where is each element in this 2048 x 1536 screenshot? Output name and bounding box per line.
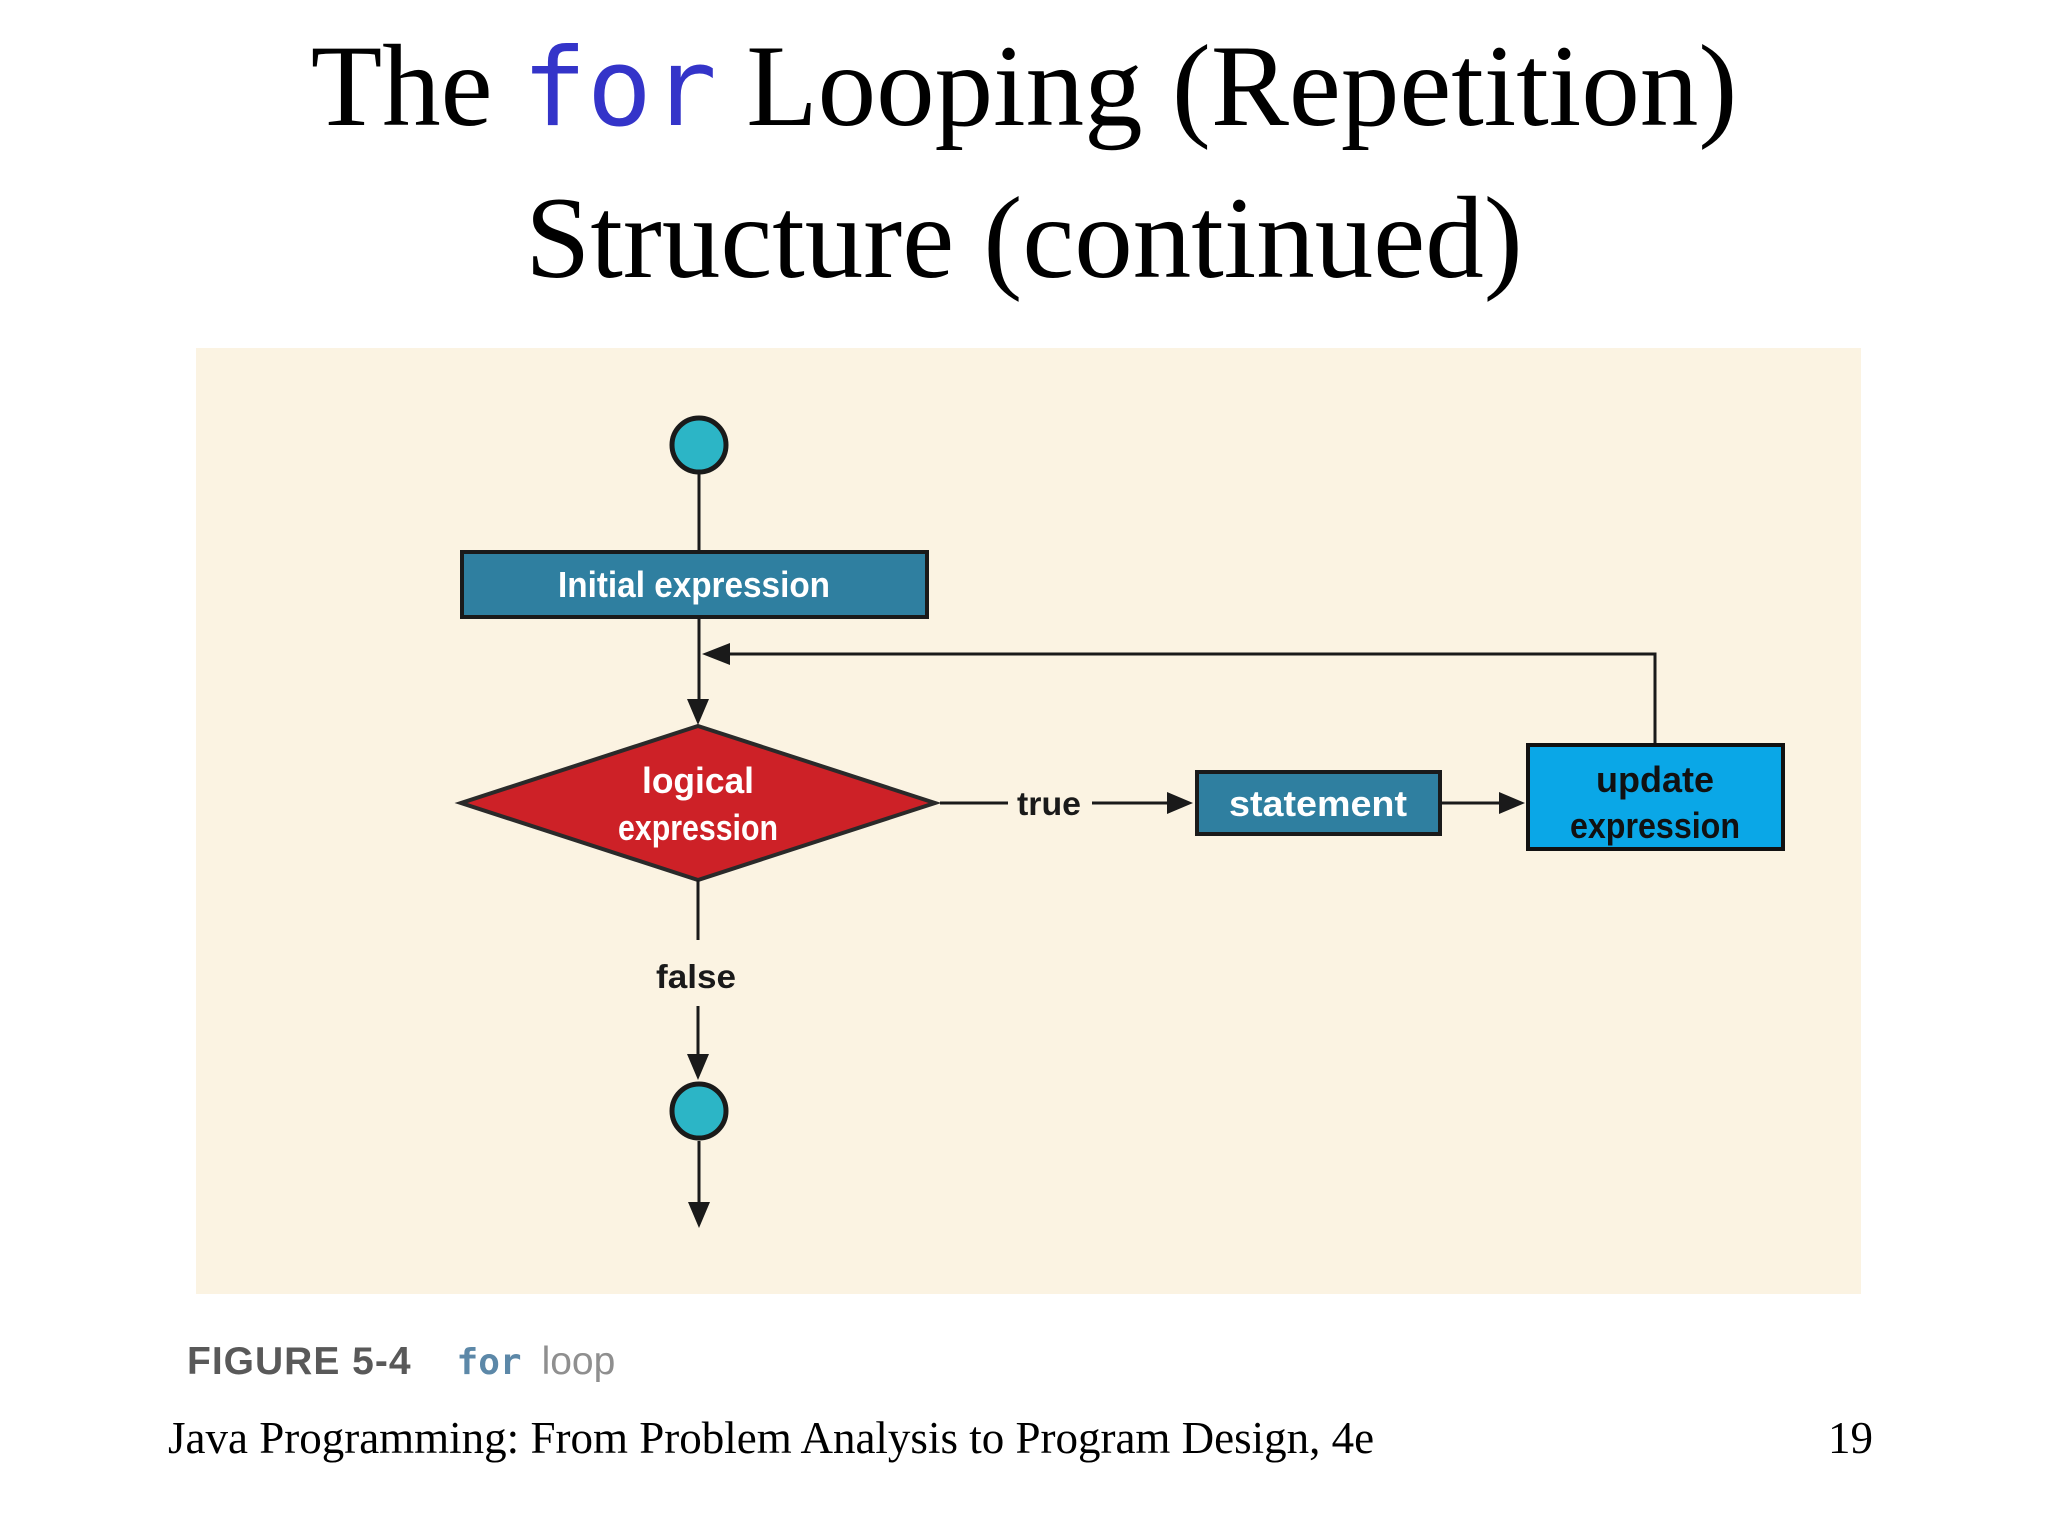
title-for-keyword: for bbox=[521, 26, 717, 151]
logical-expression-decision-diamond bbox=[454, 723, 942, 883]
initial-expression-label: Initial expression bbox=[558, 564, 830, 605]
footer-book-title: Java Programming: From Problem Analysis … bbox=[168, 1413, 1375, 1463]
start-terminal-node bbox=[669, 415, 729, 475]
update-label-line1: update bbox=[1596, 759, 1714, 800]
statement-box bbox=[1195, 770, 1442, 836]
initial-expression-box bbox=[460, 550, 929, 619]
arrowhead-into-end bbox=[687, 1054, 709, 1080]
arrowhead-exit bbox=[688, 1202, 710, 1228]
false-branch-label: false bbox=[656, 958, 736, 995]
statement-label: statement bbox=[1229, 783, 1407, 824]
decision-label-line1: logical bbox=[642, 760, 754, 801]
slide-footer: Java Programming: From Problem Analysis … bbox=[168, 1412, 1873, 1464]
figure-caption-text: loop bbox=[541, 1340, 616, 1383]
update-label-line2: expression bbox=[1570, 805, 1740, 846]
figure-caption-number: FIGURE 5-4 bbox=[187, 1340, 412, 1383]
arrowhead-into-decision bbox=[687, 699, 709, 725]
true-branch-label: true bbox=[1017, 785, 1081, 822]
decision-label-line2: expression bbox=[618, 807, 778, 848]
arrowhead-into-statement bbox=[1167, 792, 1193, 814]
feedback-loop-line bbox=[730, 652, 1657, 745]
slide-title-line2: Structure (continued) bbox=[525, 174, 1523, 303]
slide-title-line1: The for Looping (Repetition) bbox=[0, 12, 2048, 164]
figure-caption-for-keyword: for bbox=[456, 1342, 522, 1383]
figure-panel: Initial expression logical expression tr… bbox=[196, 348, 1861, 1294]
end-terminal-node bbox=[669, 1081, 729, 1141]
update-expression-box bbox=[1526, 743, 1785, 851]
title-suffix: Looping (Repetition) bbox=[716, 22, 1738, 151]
footer-page-number: 19 bbox=[1828, 1413, 1873, 1463]
slide-title: The for Looping (Repetition) Structure (… bbox=[0, 12, 2048, 314]
arrowhead-into-update bbox=[1499, 792, 1525, 814]
title-prefix: The bbox=[310, 22, 522, 151]
arrowhead-feedback-left bbox=[702, 643, 730, 665]
for-loop-flowchart: Initial expression logical expression tr… bbox=[454, 415, 1785, 1228]
figure-caption: FIGURE 5-4 for loop bbox=[187, 1340, 615, 1388]
